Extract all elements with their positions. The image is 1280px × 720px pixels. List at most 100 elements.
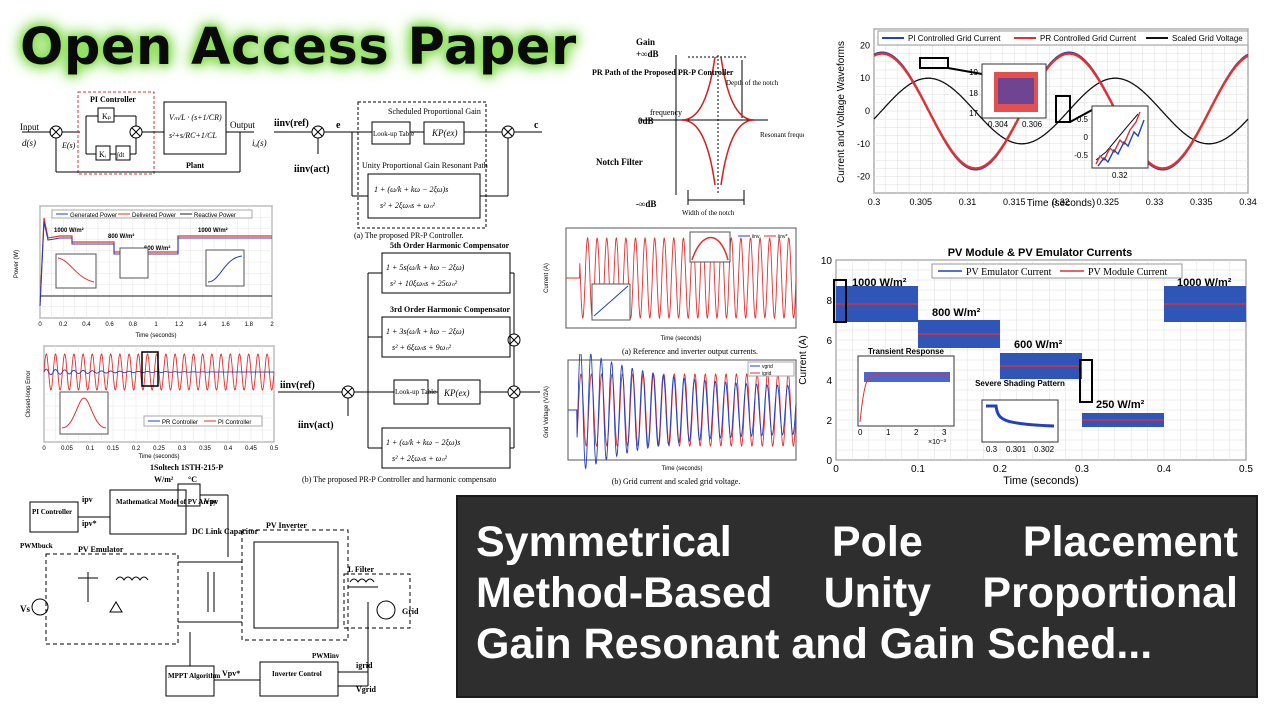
pv-xtick: 0.5 [1239, 464, 1253, 475]
sys-pv-inverter: PV Inverter [266, 521, 307, 530]
pw-legend-rea: Reactive Power [194, 213, 236, 219]
pv-xtick: 0.2 [993, 464, 1007, 475]
rc-ylabel: Current (A) [544, 263, 550, 293]
notch-pinf: +∞dB [636, 49, 659, 59]
er-xtick: 0.45 [245, 446, 257, 452]
er-legend-pi: PI Controller [218, 420, 251, 426]
block-output-label: Output [230, 120, 256, 130]
pw-xtick: 1.4 [198, 322, 207, 328]
power-chart: Generated Power Delivered Power Reactive… [10, 198, 278, 340]
sys-math-model: Mathematical Model of PV Array [116, 498, 217, 506]
er-ylabel: Closed-loop Error [26, 370, 32, 417]
er-xtick: 0.35 [199, 446, 211, 452]
pv-irr-1000a: 1000 W/m² [852, 277, 907, 289]
notch-gain: Gain [636, 37, 655, 47]
gc-xtick: 0.33 [1146, 197, 1164, 207]
gc-xtick: 0.32 [1052, 197, 1070, 207]
hc-iact: iinv(act) [298, 420, 334, 431]
pv-ytick: 2 [826, 416, 832, 427]
notch-filter-diagram: Gain +∞dB PR Path of the Proposed PR-P C… [578, 35, 804, 230]
pw-xtick: 2 [270, 322, 274, 328]
gc-ytick: 10 [860, 73, 870, 83]
pv-transient: Transient Response [868, 347, 945, 356]
sys-ipv: ipv [82, 495, 93, 504]
hc-iref: iinv(ref) [280, 380, 315, 391]
er-xtick: 0.05 [61, 446, 73, 452]
gc-ytick: -20 [857, 172, 870, 182]
gv-ylabel: Grid Voltage (V/2A) [544, 386, 550, 438]
pv-ytick: 4 [826, 376, 832, 387]
sys-mppt: MPPT Algorithm [168, 672, 220, 680]
pv-legend-mod: PV Module Current [1088, 267, 1167, 278]
gc-legend-pr: PR Controlled Grid Current [1040, 34, 1137, 43]
pv-inset-exp: ×10⁻³ [928, 439, 947, 446]
svg-text:1 + (ω/k + kω − 2ξω)s: 1 + (ω/k + kω − 2ξω)s [374, 185, 448, 194]
grid-voltage-chart: vgrid igrid Grid Voltage (V/2A) Time (se… [538, 354, 800, 488]
block-output-sym: iₒ(s) [252, 138, 267, 148]
pv-xtick: 0.1 [911, 464, 925, 475]
pv-irr-600: 600 W/m² [1014, 339, 1063, 351]
pv-xtick: 0 [833, 464, 839, 475]
er-xtick: 0.25 [153, 446, 165, 452]
pw-legend-del: Delivered Power [132, 213, 176, 219]
pw-xtick: 0.4 [82, 322, 91, 328]
gc-ytick: 0 [865, 106, 870, 116]
sys-vgrid: Vgrid [356, 685, 377, 694]
hc-third: 3rd Order Harmonic Compensator [390, 305, 511, 314]
prp-unity-label: Unity Proportional Gain Resonant Path [362, 161, 488, 170]
gc-xtick: 0.305 [909, 197, 932, 207]
paper-title-line-2: Method-Based Unity Proportional [476, 569, 1238, 617]
prp-iact: iinv(act) [294, 164, 330, 175]
gc-xlabel: Time (seconds) [1027, 198, 1096, 209]
gc-in2-0: 0 [1084, 133, 1089, 142]
pv-ytick: 8 [826, 296, 832, 307]
sys-degc: °C [188, 475, 197, 484]
pv-xlabel: Time (seconds) [1003, 475, 1078, 487]
paper-title-banner: Symmetrical Pole Placement Method-Based … [456, 495, 1258, 698]
pw-xtick: 1 [154, 322, 158, 328]
gc-in1-x2: 0.306 [1022, 120, 1043, 129]
gc-xtick: 0.3 [868, 197, 881, 207]
closed-loop-error-chart: PR Controller PI Controller Closed-loop … [24, 342, 278, 460]
notch-resonant: Resonant frequency [760, 131, 804, 139]
gc-legend-volt: Scaled Grid Voltage [1172, 34, 1243, 43]
gc-xtick: 0.34 [1239, 197, 1257, 207]
notch-ninf: -∞dB [636, 199, 656, 209]
pv-xtick: 0.4 [1157, 464, 1171, 475]
gc-in2-05: 0.5 [1077, 115, 1089, 124]
rc-legend-iinv: iinv [752, 234, 760, 240]
gc-xtick: 0.335 [1190, 197, 1213, 207]
pw-xtick: 0.6 [105, 322, 114, 328]
gc-in1-x1: 0.304 [988, 120, 1009, 129]
pv-ylabel: Current (A) [798, 335, 809, 384]
pw-legend-gen: Generated Power [70, 213, 117, 219]
pv-inset-s2: 0.301 [1006, 445, 1027, 454]
block-input-sym: d(s) [22, 138, 36, 148]
sys-inv-ctrl: Inverter Control [272, 670, 322, 678]
rc-legend-iref: iinv* [778, 234, 788, 240]
gc-xtick: 0.315 [1003, 197, 1026, 207]
gc-in2-x: 0.32 [1112, 171, 1128, 180]
pv-xtick: 0.3 [1075, 464, 1089, 475]
sys-pwm-inv: PWMinv [312, 652, 340, 660]
svg-text:s² + 10ξωₙs + 25ωₙ²: s² + 10ξωₙs + 25ωₙ² [390, 279, 458, 288]
gc-in1-18: 18 [969, 89, 978, 98]
prp-caption: (a) The proposed PR-P Controller. [354, 231, 464, 240]
pv-inset-s3: 0.302 [1034, 445, 1055, 454]
paper-title-line-3: Gain Resonant and Gain Sched... [476, 620, 1153, 668]
notch-frequency: frequency [650, 108, 682, 117]
open-access-badge: Open Access Paper [20, 18, 577, 77]
pw-lbl-600: 600 W/m² [144, 245, 170, 252]
prp-lookup: Look-up Table [373, 130, 414, 138]
gc-in2-m05: -0.5 [1074, 151, 1088, 160]
block-controller-label: PI Controller [90, 95, 136, 104]
block-plant-label: Plant [186, 161, 205, 170]
pw-xtick: 0 [38, 322, 42, 328]
sys-grid: Grid [402, 607, 419, 616]
pw-xtick: 1.2 [175, 322, 184, 328]
er-xtick: 0.4 [224, 446, 233, 452]
svg-text:s²+s/RC+1/CL: s²+s/RC+1/CL [169, 131, 217, 140]
svg-text:s² + 6ξωₙs + 9ωₙ²: s² + 6ξωₙs + 9ωₙ² [392, 343, 452, 352]
block-kp: Kₚ [102, 112, 111, 121]
pv-inset-x2: 2 [914, 428, 919, 437]
